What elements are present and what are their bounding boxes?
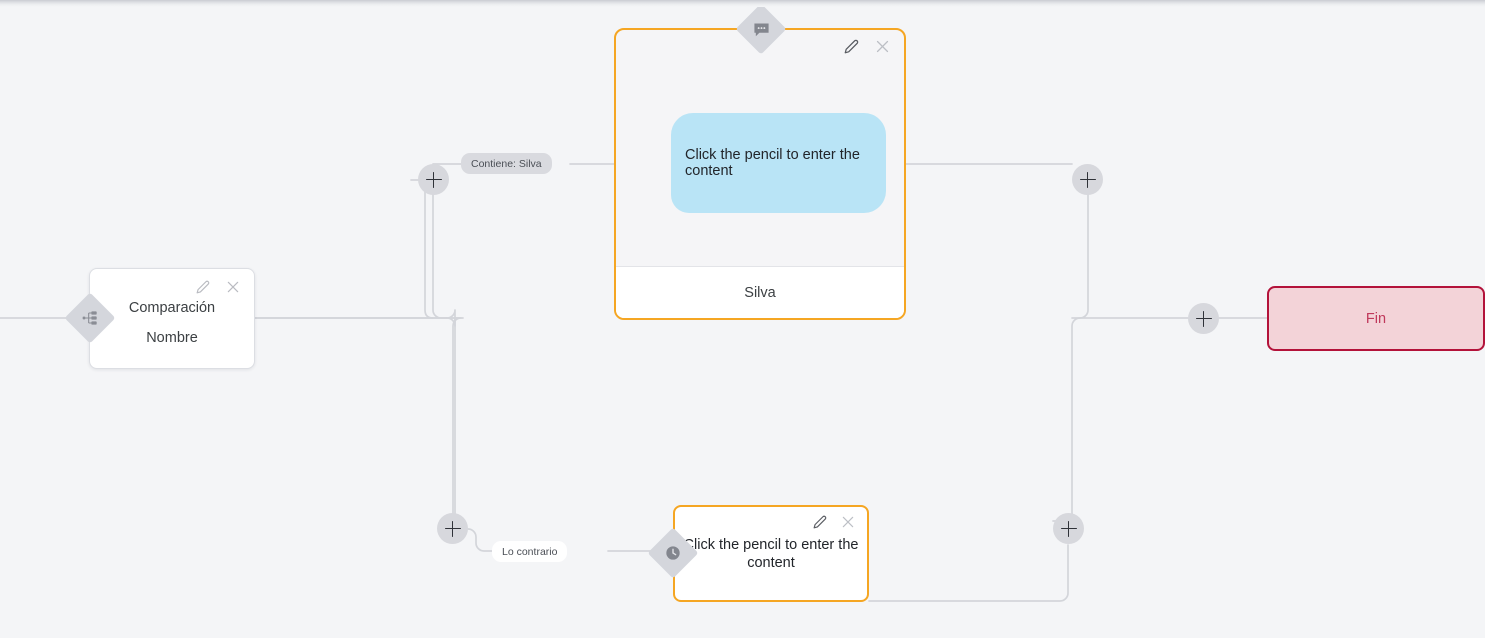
node-wait-actions [813, 515, 855, 529]
node-comparison-title: Comparación [128, 300, 216, 316]
node-comparison[interactable]: Comparación Nombre [89, 268, 255, 369]
clock-icon [664, 544, 682, 562]
add-node-button-after-message[interactable] [1072, 164, 1103, 195]
close-icon[interactable] [841, 515, 855, 529]
wire-up-to-true-plus [410, 179, 434, 319]
branch-icon [81, 309, 99, 327]
close-icon[interactable] [875, 39, 890, 54]
node-end-label: Fin [1365, 310, 1387, 327]
node-message[interactable]: Click the pencil to enter the content Si… [614, 28, 906, 320]
message-bubble-text: Click the pencil to enter the content [685, 146, 860, 179]
add-node-button-after-wait[interactable] [1053, 513, 1084, 544]
close-icon[interactable] [226, 280, 240, 294]
branch-icon-badge[interactable] [64, 292, 116, 344]
pencil-icon[interactable] [813, 515, 827, 529]
pencil-icon[interactable] [196, 280, 210, 294]
wire-plus-down-to-bus [1071, 179, 1089, 319]
node-wait[interactable]: Click the pencil to enter the content [673, 505, 869, 602]
edge-label-false-branch[interactable]: Lo contrario [492, 541, 568, 562]
chat-bubble-icon-badge[interactable] [735, 3, 787, 55]
wire-bus-down-to-wait-plus [1052, 317, 1081, 522]
node-message-footer-text: Silva [744, 284, 776, 301]
wire-down-to-false-plus [452, 317, 464, 522]
chat-bubble-icon [752, 20, 770, 38]
wire-wait-to-plus [868, 544, 1069, 602]
node-comparison-subtitle: Nombre [146, 330, 198, 346]
add-node-button-before-end[interactable] [1188, 303, 1219, 334]
node-message-footer: Silva [616, 266, 904, 318]
node-message-actions [844, 39, 890, 54]
node-end[interactable]: Fin [1267, 286, 1485, 351]
top-shadow-strip [0, 0, 1485, 7]
node-wait-text: Click the pencil to enter the content [683, 537, 859, 572]
add-node-button-false-branch[interactable] [437, 513, 468, 544]
pencil-icon[interactable] [844, 39, 859, 54]
add-node-button-true-branch[interactable] [418, 164, 449, 195]
message-bubble: Click the pencil to enter the content [671, 113, 886, 213]
node-comparison-text: Comparación Nombre [90, 300, 254, 360]
edge-label-true-branch[interactable]: Contiene: Silva [461, 153, 552, 174]
clock-icon-badge[interactable] [647, 527, 699, 579]
node-comparison-actions [196, 280, 240, 294]
